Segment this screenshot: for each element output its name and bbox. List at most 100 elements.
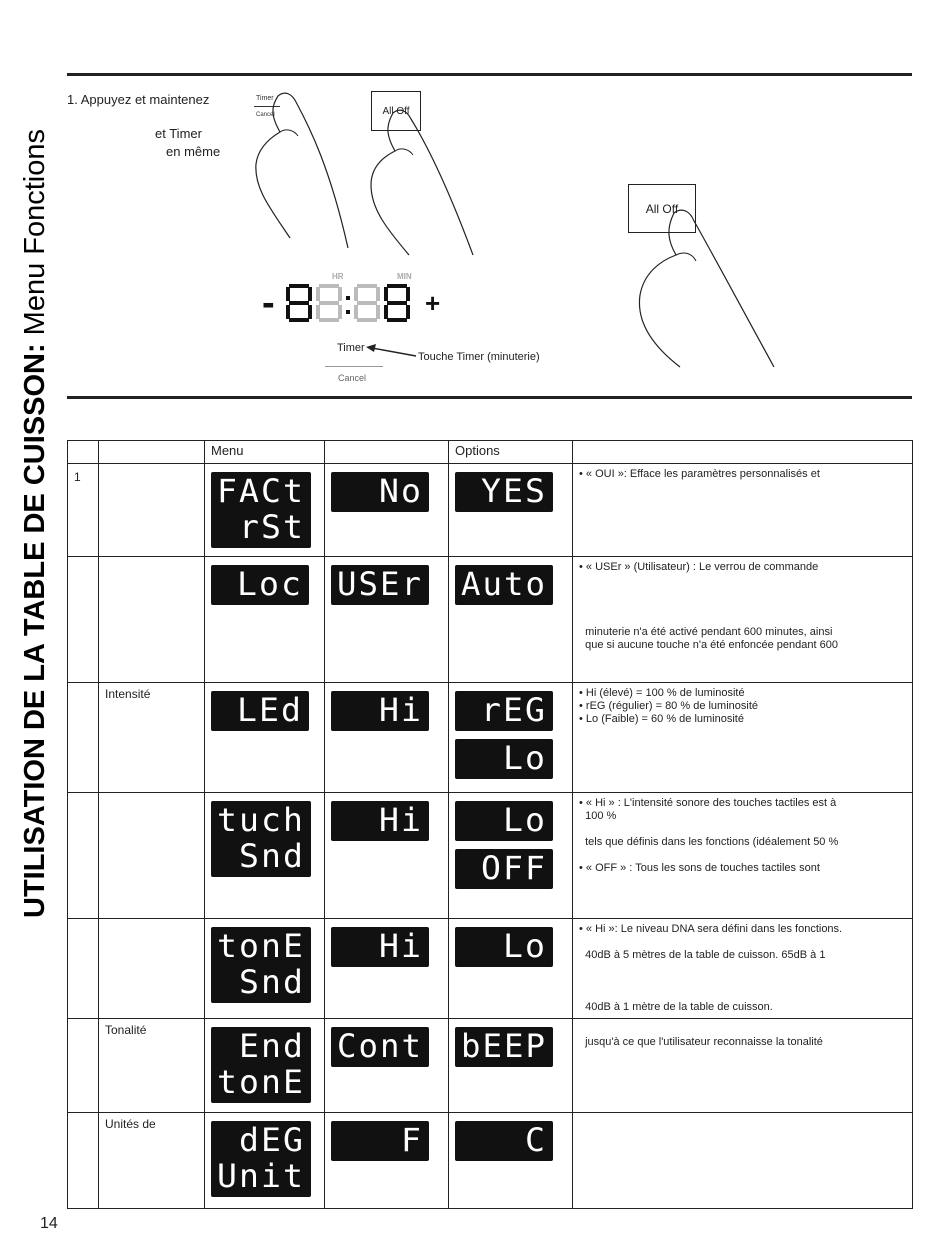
lcd-text: F: [401, 1121, 423, 1159]
digit-segment: [308, 305, 312, 319]
option-2-lcd: Lo: [455, 927, 553, 967]
option-1-cell: Hi: [324, 792, 449, 919]
side-title-regular: Menu Fonctions: [19, 129, 51, 343]
digit-segment: [357, 301, 377, 305]
row-number: [67, 556, 99, 683]
option-2-cell: C: [448, 1112, 573, 1209]
digit-segment: [319, 318, 339, 322]
option-1-cell: USEr: [324, 556, 449, 683]
digit-segment: [384, 305, 388, 319]
menu-cell: LEd: [204, 682, 325, 793]
option-2-cell: bEEP: [448, 1018, 573, 1113]
lcd-text: Snd: [239, 837, 305, 875]
timer-caption: Touche Timer (minuterie): [418, 351, 540, 363]
timer-digit: [316, 284, 342, 322]
digit-segment: [338, 287, 342, 301]
row-name: Intensité: [98, 682, 205, 793]
description-cell: • « OUI »: Efface les paramètres personn…: [572, 463, 913, 557]
lcd-text: Hi: [379, 927, 423, 965]
lcd-text: tonE: [217, 1063, 305, 1101]
digit-segment: [376, 305, 380, 319]
description-line: [579, 574, 906, 587]
description-line: [579, 988, 906, 1001]
option-2-lcd: Auto: [455, 565, 553, 605]
timer-digit: [384, 284, 410, 322]
description-line: [579, 823, 906, 836]
row-number: 1: [67, 463, 99, 557]
description-line: [579, 975, 906, 988]
option-1-cell: No: [324, 463, 449, 557]
lcd-text: Hi: [379, 801, 423, 839]
description-line: tels que définis dans les fonctions (idé…: [579, 836, 839, 848]
row-name: [98, 463, 205, 557]
lcd-text: USEr: [337, 565, 423, 603]
digit-segment: [289, 301, 309, 305]
description-line: [579, 587, 906, 600]
en-meme-text: en même: [166, 144, 221, 159]
all-off-button-2[interactable]: All Off: [628, 184, 696, 233]
colon-dot: [346, 310, 350, 314]
lcd-text: LEd: [237, 691, 303, 729]
digit-segment: [319, 301, 339, 305]
header-cell: [572, 440, 913, 464]
description-line: • rEG (régulier) = 80 % de luminosité: [579, 700, 759, 712]
row-name: [98, 792, 205, 919]
lcd-text: Snd: [239, 963, 305, 1001]
lcd-text: Hi: [379, 691, 423, 729]
option-2-lcd: bEEP: [455, 1027, 553, 1067]
row-number: [67, 918, 99, 1019]
mid-rule: [67, 396, 912, 399]
description-line: minuterie n'a été activé pendant 600 min…: [579, 626, 833, 638]
et-timer-text: et Timer: [155, 126, 202, 141]
timer-small-label: Timer: [256, 95, 274, 102]
timer-digit: [286, 284, 312, 322]
header-cell: [67, 440, 99, 464]
description-line: [579, 936, 906, 949]
row-number: [67, 1112, 99, 1209]
description-line: • « Hi »: Le niveau DNA sera défini dans…: [579, 923, 843, 935]
option-2-cell: Lo: [448, 918, 573, 1019]
description-cell: [572, 1112, 913, 1209]
digit-segment: [357, 284, 377, 288]
description-line: 40dB à 5 mètres de la table de cuisson. …: [579, 949, 826, 961]
description-cell: • Hi (élevé) = 100 % de luminosité• rEG …: [572, 682, 913, 793]
header-cell: [324, 440, 449, 464]
colon-dot: [346, 296, 350, 300]
description-line: 100 %: [579, 810, 617, 822]
option-1-cell: Cont: [324, 1018, 449, 1113]
option-1-cell: Hi: [324, 918, 449, 1019]
digit-segment: [406, 305, 410, 319]
lcd-text: YES: [481, 472, 547, 510]
digit-segment: [338, 305, 342, 319]
digit-segment: [289, 284, 309, 288]
description-line: que si aucune touche n'a été enfoncée pe…: [579, 639, 838, 651]
digit-segment: [387, 301, 407, 305]
lcd-text: tonE: [217, 927, 305, 965]
side-title-bold: UTILISATION DE LA TABLE DE CUISSON:: [19, 343, 51, 918]
side-title: UTILISATION DE LA TABLE DE CUISSON: Menu…: [19, 129, 51, 918]
digit-segment: [319, 284, 339, 288]
option-1-lcd: Hi: [331, 927, 429, 967]
lcd-text: dEG: [239, 1121, 305, 1159]
timer-digit: [354, 284, 380, 322]
row-number: [67, 792, 99, 919]
hand-1-icon: [255, 92, 349, 249]
lcd-text: C: [525, 1121, 547, 1159]
timer-key-label: Timer: [337, 342, 365, 354]
header-options: Options: [448, 440, 573, 464]
description-cell: • « Hi »: Le niveau DNA sera défini dans…: [572, 918, 913, 1019]
cancel-key-label: Cancel: [338, 373, 367, 383]
